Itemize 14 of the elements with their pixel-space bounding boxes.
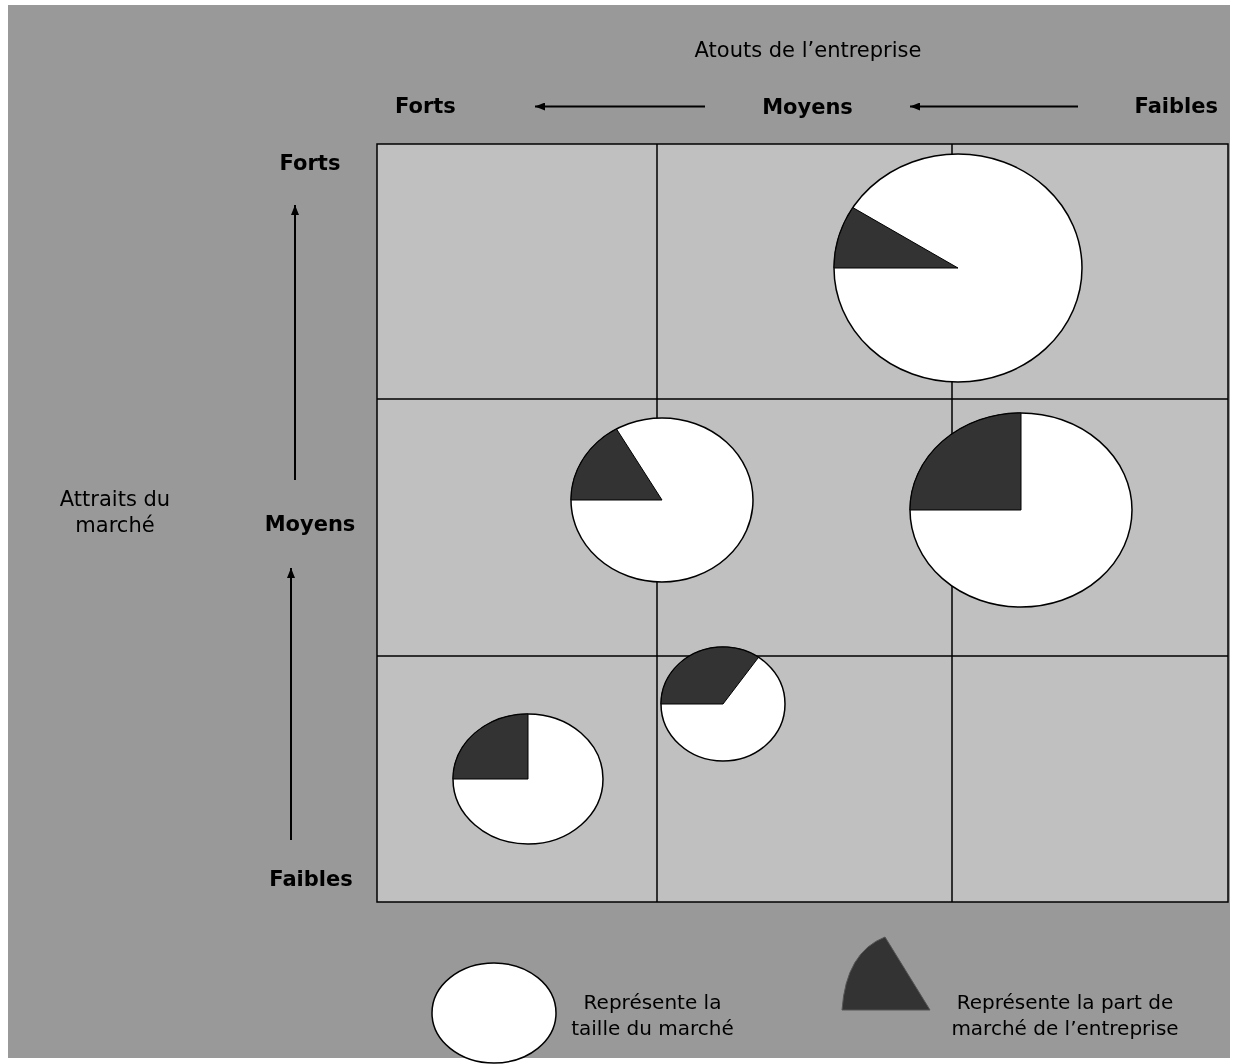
axis-level-label: Faibles [250, 840, 372, 892]
legend-text: Représente la taille du marché [570, 989, 735, 1042]
legend-text: Représente la part de marché de l’entreprise [950, 989, 1180, 1042]
axis-level-label: Forts [395, 92, 535, 120]
arrow [287, 567, 295, 841]
axis-level-label: Moyens [705, 93, 910, 121]
axis-level-label: Forts [255, 150, 365, 205]
arrow [534, 102, 706, 111]
axis-level-label: Moyens [245, 480, 375, 568]
axis-level-label: Faibles [1078, 92, 1218, 120]
axis-title: Attraits du marché [58, 486, 172, 539]
arrow [909, 102, 1079, 111]
axis-title: Atouts de l’entreprise [693, 37, 923, 64]
arrow [291, 204, 299, 481]
